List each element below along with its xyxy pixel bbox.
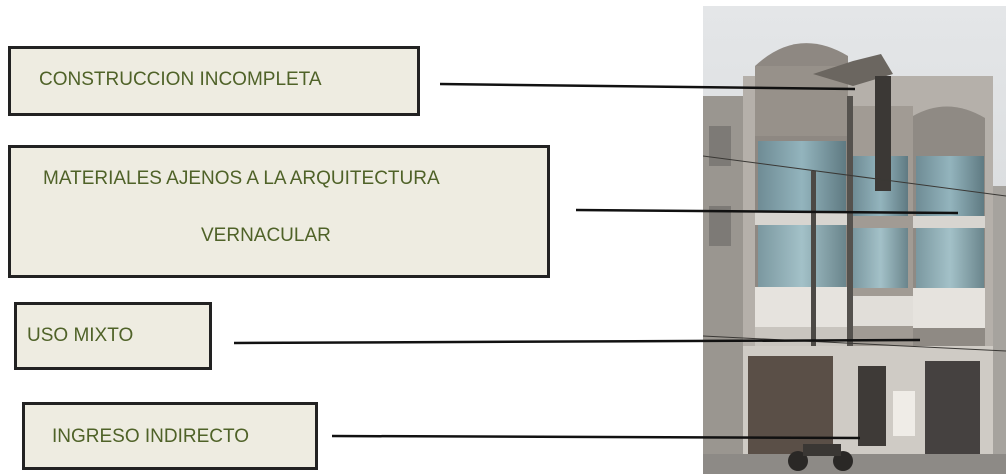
callout-construction: CONSTRUCCION INCOMPLETA xyxy=(8,46,420,116)
callout-use-text: USO MIXTO xyxy=(27,325,134,346)
leader-line-materials xyxy=(575,208,959,215)
callout-materials-text-line1: MATERIALES AJENOS A LA ARQUITECTURA xyxy=(43,168,440,189)
leader-line-use xyxy=(233,338,921,345)
callout-entrance: INGRESO INDIRECTO xyxy=(22,402,318,470)
leader-line-entrance xyxy=(331,434,861,440)
callout-materials: MATERIALES AJENOS A LA ARQUITECTURA VERN… xyxy=(8,145,550,278)
callout-entrance-text: INGRESO INDIRECTO xyxy=(52,426,250,447)
callout-use: USO MIXTO xyxy=(14,302,212,370)
callout-construction-text: CONSTRUCCION INCOMPLETA xyxy=(39,69,322,90)
leader-line-construction xyxy=(439,82,856,91)
building-photo xyxy=(703,6,1006,474)
callout-materials-text-line2: VERNACULAR xyxy=(201,225,331,246)
